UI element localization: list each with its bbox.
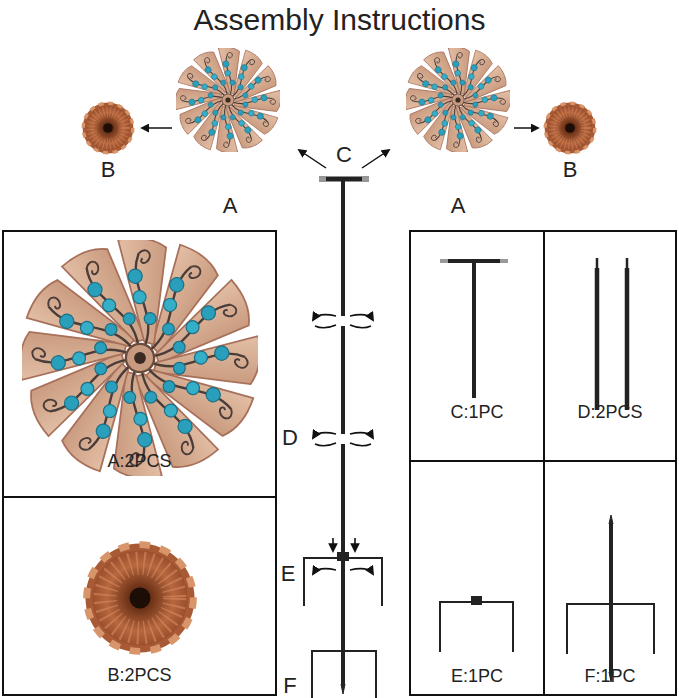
pole-part	[597, 258, 627, 410]
stake-part	[312, 651, 376, 698]
part-letter: A	[223, 193, 238, 219]
part-letter: B	[101, 157, 116, 183]
stake-part	[567, 515, 654, 682]
part-count: B:2PCS	[4, 664, 275, 686]
part-cell: A:2PCS	[2, 230, 277, 498]
stand-part	[440, 597, 513, 652]
part-letter: B	[563, 157, 578, 183]
t-bar-part	[440, 261, 508, 398]
part-letter: E	[281, 561, 296, 587]
assembly-pole	[319, 179, 369, 694]
diagram-title: Assembly Instructions	[0, 2, 679, 38]
part-letter: F	[283, 673, 296, 698]
pinwheel-part	[398, 40, 519, 161]
part-cell: D:2PCS	[543, 230, 677, 462]
arrow	[514, 127, 538, 129]
part-count: E:1PC	[411, 665, 543, 687]
part-letter: A	[451, 193, 466, 219]
cap-part	[83, 103, 134, 154]
part-letter: D	[282, 425, 298, 451]
twist-arrow	[313, 315, 373, 574]
cap-part	[545, 103, 596, 154]
part-cell: E:1PC	[409, 460, 545, 696]
arrow	[362, 150, 389, 168]
part-cell: F:1PC	[543, 460, 677, 696]
part-count: F:1PC	[545, 665, 675, 687]
stand-part	[304, 553, 382, 606]
arrow	[299, 150, 326, 168]
pinwheel-part	[3, 221, 277, 495]
part-letter: C	[336, 142, 352, 168]
part-cell: B:2PCS	[2, 496, 277, 696]
cap-part	[85, 543, 194, 652]
part-count: A:2PCS	[4, 450, 275, 472]
arrow	[142, 127, 172, 129]
part-count: D:2PCS	[545, 401, 675, 423]
part-cell: C:1PC	[409, 230, 545, 462]
pinwheel-part	[168, 40, 289, 161]
part-count: C:1PC	[411, 401, 543, 423]
